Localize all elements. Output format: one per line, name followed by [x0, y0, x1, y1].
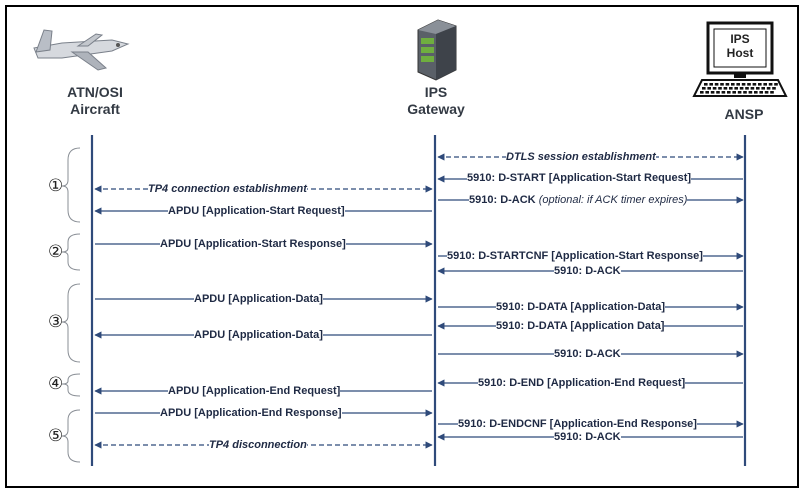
ansp-host-label: IPS Host — [714, 32, 766, 60]
msg-apdu-start-req: APDU [Application-Start Request] — [168, 205, 345, 217]
msg-dtls: DTLS session establishment — [506, 151, 656, 163]
msg-d-start: 5910: D-START [Application-Start Request… — [467, 172, 692, 184]
gateway-title-line1: IPS — [424, 84, 448, 100]
airplane-icon — [33, 29, 130, 71]
msg-d-ack-opt-text: 5910: D-ACK — [469, 194, 536, 206]
msg-d-ack-opt: 5910: D-ACK (optional: if ACK timer expi… — [469, 194, 688, 206]
msg-apdu-end-req: APDU [Application-End Request] — [168, 385, 341, 397]
ansp-title: ANSP — [724, 106, 764, 122]
phase-3-number: ③ — [48, 312, 64, 332]
msg-d-ack-opt-note: (optional: if ACK timer expires) — [538, 194, 688, 206]
ansp-host-line1: IPS — [730, 32, 750, 46]
aircraft-title: ATN/OSI Aircraft — [52, 84, 138, 118]
phase-5-number: ⑤ — [48, 426, 64, 446]
gateway-title-line2: Gateway — [407, 101, 465, 117]
msg-apdu-data1: APDU [Application-Data] — [194, 293, 323, 305]
diagram-frame — [5, 5, 799, 488]
msg-tp4-conn: TP4 connection establishment — [148, 183, 307, 195]
msg-apdu-end-resp: APDU [Application-End Response] — [160, 407, 342, 419]
phase-braces — [61, 147, 81, 463]
msg-tp4-conn-text: TP4 connection establishment — [148, 183, 307, 195]
msg-d-startcnf: 5910: D-STARTCNF [Application-Start Resp… — [447, 250, 703, 262]
msg-d-data1: 5910: D-DATA [Application-Data] — [496, 301, 666, 313]
msg-apdu-start-resp: APDU [Application-Start Response] — [160, 238, 346, 250]
msg-d-data2: 5910: D-DATA [Application Data] — [496, 320, 665, 332]
computer-icon — [692, 21, 788, 97]
phase-2-number: ② — [48, 242, 64, 262]
msg-d-endcnf: 5910: D-ENDCNF [Application-End Response… — [458, 418, 697, 430]
msg-d-end: 5910: D-END [Application-End Request] — [478, 377, 686, 389]
aircraft-title-line1: ATN/OSI — [67, 84, 123, 100]
msg-apdu-data2: APDU [Application-Data] — [194, 329, 323, 341]
msg-d-ack3: 5910: D-ACK — [554, 348, 621, 360]
ansp-host-line2: Host — [726, 46, 754, 60]
msg-d-ack2: 5910: D-ACK — [554, 265, 621, 277]
gateway-title: IPS Gateway — [400, 84, 472, 118]
msg-tp4-disc: TP4 disconnection — [209, 439, 307, 451]
msg-d-ack4: 5910: D-ACK — [554, 431, 621, 443]
server-icon — [417, 19, 457, 81]
msg-dtls-text: DTLS session establishment — [506, 151, 656, 163]
aircraft-title-line2: Aircraft — [70, 101, 120, 117]
phase-1-number: ① — [48, 176, 64, 196]
phase-4-number: ④ — [48, 374, 64, 394]
msg-tp4-disc-text: TP4 disconnection — [209, 439, 307, 451]
